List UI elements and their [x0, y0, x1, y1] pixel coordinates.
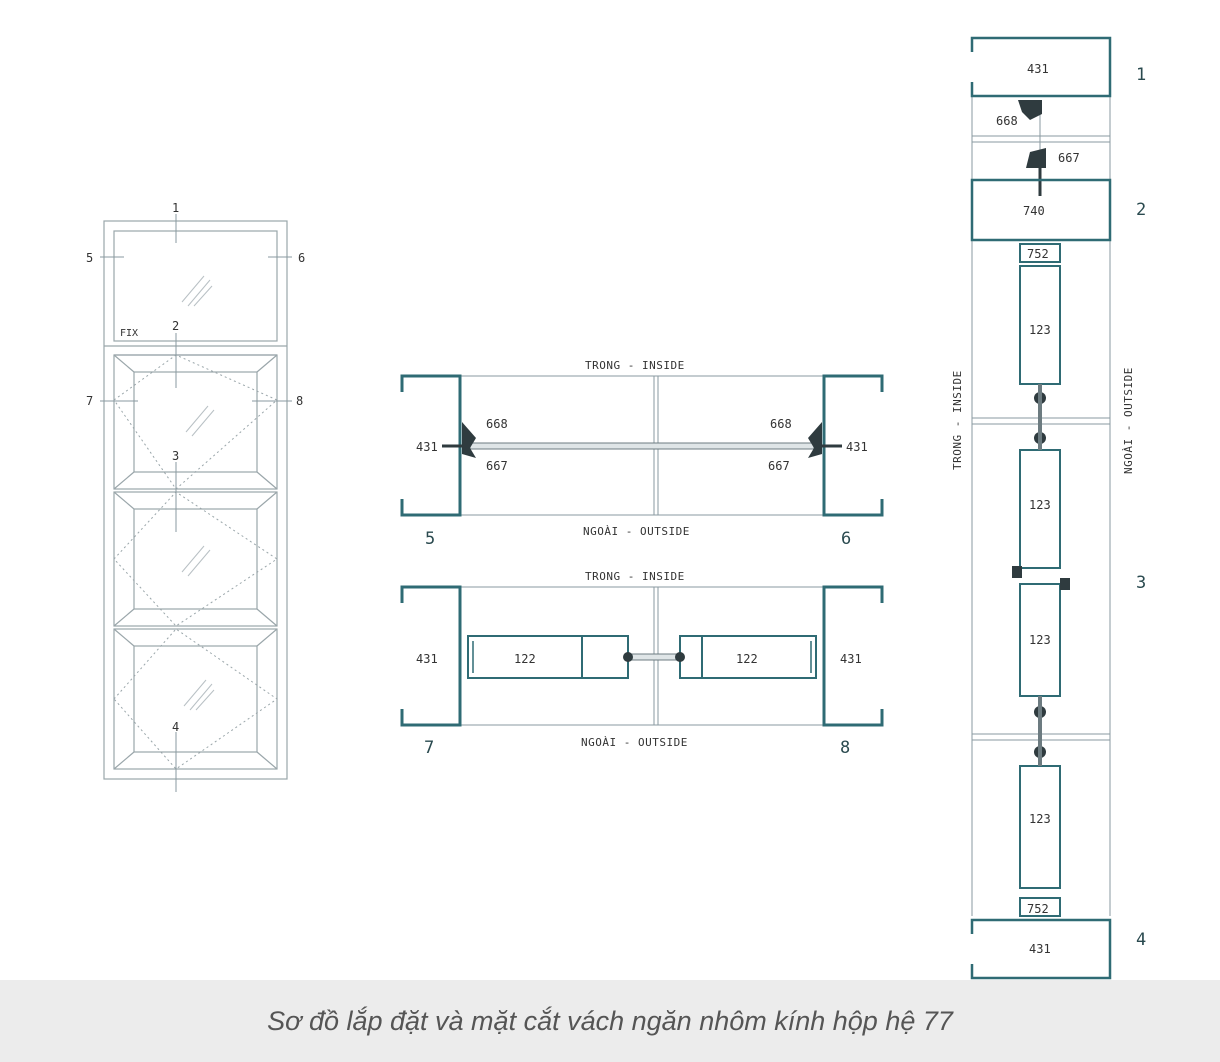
bead-668-top [1018, 100, 1042, 120]
label-668-left: 668 [486, 417, 508, 431]
elevation-marker-5: 5 [86, 251, 93, 265]
elevation-outer-frame [103, 220, 288, 780]
profile-740 [970, 178, 1112, 242]
profile-752-top [1019, 243, 1061, 263]
profile-431-left-2 [400, 585, 462, 727]
label-667-right: 667 [768, 459, 790, 473]
profile-752-bottom [1019, 897, 1061, 917]
section-5-6: TRONG - INSIDE NGOÀI - OUTSIDE 431 431 6… [400, 359, 884, 549]
label-431-left: 431 [416, 440, 438, 454]
technical-drawing: 1 2 3 4 5 6 7 8 FIX TRONG - INSIDE NGOÀI… [86, 36, 1146, 980]
vlabel-667: 667 [1058, 151, 1080, 165]
sash-panel-lower [113, 628, 278, 770]
label-668-right: 668 [770, 417, 792, 431]
sash-panel-upper [113, 354, 278, 490]
glass-hatch-icon [181, 275, 215, 711]
vsection-number-3: 3 [1136, 573, 1146, 593]
section-7-8: TRONG - INSIDE NGOÀI - OUTSIDE 431 431 1… [400, 570, 884, 758]
section-5-6-outside-label: NGOÀI - OUTSIDE [583, 525, 690, 538]
vlabel-123-b: 123 [1029, 498, 1051, 512]
vlabel-123-a: 123 [1029, 323, 1051, 337]
bead-668-667-right [808, 422, 822, 458]
label-431-right-2: 431 [840, 652, 862, 666]
vlabel-431-bottom: 431 [1029, 942, 1051, 956]
bead-668-667-left [462, 422, 476, 458]
vlabel-740: 740 [1023, 204, 1045, 218]
profile-431-bottom [970, 918, 1112, 980]
vsection-inside-label: TRONG - INSIDE [951, 370, 964, 470]
section-number-6: 6 [841, 529, 851, 549]
drawing-stage: 1 2 3 4 5 6 7 8 FIX TRONG - INSIDE NGOÀI… [86, 36, 1146, 980]
profile-431-right-2 [822, 585, 884, 727]
elevation-marker-8: 8 [296, 394, 303, 408]
section-5-6-inside-label: TRONG - INSIDE [585, 359, 685, 372]
elevation-marker-2: 2 [172, 319, 179, 333]
vlabel-123-d: 123 [1029, 812, 1051, 826]
bead-667-top [1026, 148, 1046, 168]
caption-bar: Sơ đồ lắp đặt và mặt cắt vách ngăn nhôm … [0, 980, 1220, 1062]
profile-431-top [970, 36, 1112, 98]
elevation-marker-3: 3 [172, 449, 179, 463]
fix-label: FIX [120, 328, 138, 339]
section-7-8-inside-label: TRONG - INSIDE [585, 570, 685, 583]
vlabel-431-top: 431 [1027, 62, 1049, 76]
vlabel-123-c: 123 [1029, 633, 1051, 647]
section-number-5: 5 [425, 529, 435, 549]
vertical-section: 431 668 667 740 752 123 123 123 123 752 … [951, 36, 1146, 980]
vlabel-752-bottom: 752 [1027, 902, 1049, 916]
sash-123-d [1019, 765, 1061, 889]
label-431-left-2: 431 [416, 652, 438, 666]
label-122-left: 122 [514, 652, 536, 666]
elevation-view: 1 2 3 4 5 6 7 8 FIX [86, 201, 305, 792]
vsection-number-1: 1 [1136, 65, 1146, 85]
section-number-7: 7 [424, 738, 434, 758]
sash-panel-middle [113, 491, 278, 627]
elevation-marker-1: 1 [172, 201, 179, 215]
elevation-marker-6: 6 [298, 251, 305, 265]
figure-caption: Sơ đồ lắp đặt và mặt cắt vách ngăn nhôm … [267, 1005, 953, 1036]
label-667-left: 667 [486, 459, 508, 473]
section-7-8-outside-label: NGOÀI - OUTSIDE [581, 736, 688, 749]
elevation-marker-4: 4 [172, 720, 179, 734]
elevation-marker-7: 7 [86, 394, 93, 408]
vsection-number-4: 4 [1136, 930, 1146, 950]
vsection-outside-label: NGOÀI - OUTSIDE [1122, 367, 1135, 474]
elevation-fixed-panel [113, 230, 278, 342]
vlabel-668: 668 [996, 114, 1018, 128]
vsection-number-2: 2 [1136, 200, 1146, 220]
sash-122-left [467, 635, 629, 679]
label-122-right: 122 [736, 652, 758, 666]
label-431-right: 431 [846, 440, 868, 454]
section-number-8: 8 [840, 738, 850, 758]
vlabel-752-top: 752 [1027, 247, 1049, 261]
